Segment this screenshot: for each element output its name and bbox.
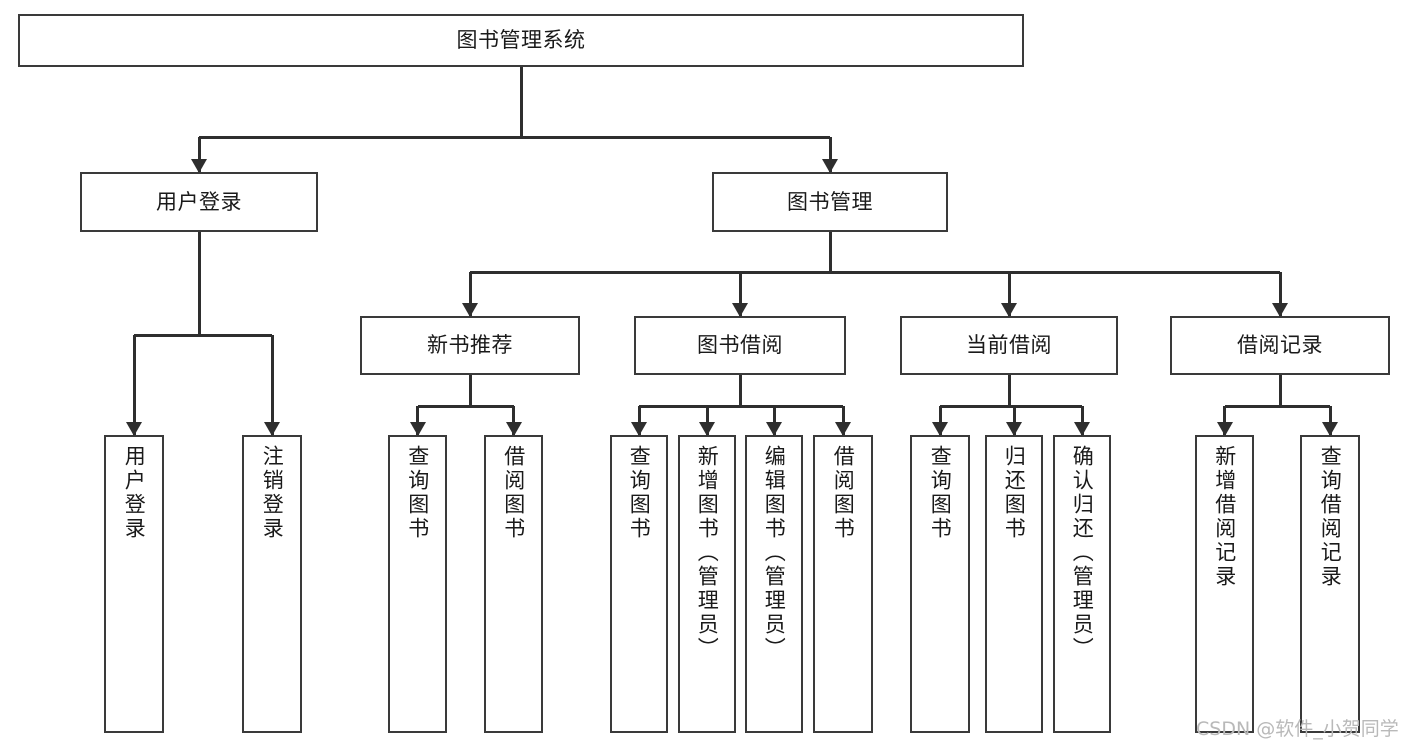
node-new-book-recommendation[interactable]: 新书推荐	[360, 316, 580, 375]
node-label: 用户登录	[122, 445, 147, 541]
connector-parent-stem	[1278, 375, 1282, 406]
connector-child-stem	[938, 406, 942, 435]
connector-child-stem	[512, 406, 515, 435]
connector-arrowhead	[191, 159, 207, 173]
connector-arrowhead	[822, 159, 838, 173]
node-label: 图书借阅	[697, 333, 783, 358]
node-label: 当前借阅	[966, 333, 1052, 358]
connector-bus	[639, 404, 843, 408]
node-label: 查询图书	[928, 445, 953, 541]
connector-bus	[199, 135, 830, 139]
node-label: 注销登录	[260, 445, 285, 541]
node-book-borrowing[interactable]: 图书借阅	[634, 316, 846, 375]
connector-bus	[134, 333, 272, 337]
connector-arrowhead	[1001, 303, 1017, 317]
node-label: 用户登录	[156, 189, 242, 214]
connector-arrowhead	[126, 422, 142, 436]
connector-arrowhead	[1216, 422, 1233, 436]
connector-bus	[470, 270, 1280, 274]
connector-child-stem	[197, 137, 201, 172]
node-label: 借阅图书	[831, 445, 856, 541]
node-leaf-query-books-current[interactable]: 查询图书	[910, 435, 970, 733]
connector-bus	[417, 404, 514, 408]
connector-arrowhead	[264, 422, 280, 436]
node-label: 新增借阅记录	[1212, 445, 1237, 589]
connector-bus	[1224, 404, 1330, 408]
node-label: 新书推荐	[427, 333, 513, 358]
node-book-management[interactable]: 图书管理	[712, 172, 948, 232]
connector-child-stem	[828, 137, 832, 172]
node-leaf-query-books-borrowing[interactable]: 查询图书	[610, 435, 668, 733]
node-label: 归还图书	[1002, 445, 1027, 541]
node-leaf-add-book-admin[interactable]: 新增图书（管理员）	[678, 435, 736, 733]
connector-child-stem	[637, 406, 641, 435]
connector-child-stem	[841, 406, 845, 435]
node-label: 确认归还（管理员）	[1070, 445, 1095, 661]
node-current-borrowing[interactable]: 当前借阅	[900, 316, 1118, 375]
node-leaf-confirm-return-admin[interactable]: 确认归还（管理员）	[1053, 435, 1111, 733]
node-leaf-edit-book-admin[interactable]: 编辑图书（管理员）	[745, 435, 803, 733]
node-leaf-borrow-book[interactable]: 借阅图书	[813, 435, 873, 733]
connector-parent-stem	[738, 375, 742, 406]
connector-arrowhead	[766, 422, 782, 436]
connector-child-stem	[1278, 272, 1282, 316]
connector-arrowhead	[835, 422, 851, 436]
connector-bus	[940, 404, 1082, 408]
connector-arrowhead	[699, 422, 715, 436]
connector-arrowhead	[932, 422, 948, 436]
connector-arrowhead	[1006, 422, 1022, 436]
node-label: 图书管理	[787, 189, 873, 214]
watermark-text: CSDN @软件_小贺同学	[1196, 718, 1399, 740]
node-borrowing-records[interactable]: 借阅记录	[1170, 316, 1390, 375]
node-label: 借阅记录	[1237, 333, 1323, 358]
connector-child-stem	[772, 406, 776, 435]
connector-arrowhead	[732, 303, 748, 317]
connector-child-stem	[1080, 406, 1084, 435]
connector-child-stem	[1012, 406, 1016, 435]
node-label: 图书管理系统	[456, 28, 586, 53]
connector-child-stem	[1223, 406, 1226, 435]
connector-arrowhead	[505, 422, 522, 436]
node-label: 查询借阅记录	[1318, 445, 1343, 589]
connector-child-stem	[1328, 406, 1332, 435]
node-leaf-user-login[interactable]: 用户登录	[104, 435, 164, 733]
connector-arrowhead	[1074, 422, 1090, 436]
node-leaf-query-borrow-record[interactable]: 查询借阅记录	[1300, 435, 1360, 733]
connector-parent-stem	[468, 375, 472, 406]
node-leaf-return-book[interactable]: 归还图书	[985, 435, 1043, 733]
node-leaf-logout[interactable]: 注销登录	[242, 435, 302, 733]
connector-child-stem	[132, 335, 136, 435]
connector-arrowhead	[462, 303, 478, 317]
node-label: 借阅图书	[501, 445, 526, 541]
node-label: 编辑图书（管理员）	[762, 445, 787, 661]
connector-child-stem	[1007, 272, 1011, 316]
connector-parent-stem	[519, 67, 523, 137]
connector-child-stem	[705, 406, 709, 435]
connector-child-stem	[468, 272, 472, 316]
connector-arrowhead	[1272, 303, 1288, 317]
connector-arrowhead	[409, 422, 426, 436]
connector-parent-stem	[197, 232, 201, 335]
node-leaf-borrow-books-recommend[interactable]: 借阅图书	[484, 435, 543, 733]
connector-child-stem	[416, 406, 419, 435]
connector-arrowhead	[1322, 422, 1338, 436]
connector-parent-stem	[828, 232, 832, 272]
node-leaf-add-borrow-record[interactable]: 新增借阅记录	[1195, 435, 1254, 733]
node-label: 查询图书	[627, 445, 652, 541]
node-user-login[interactable]: 用户登录	[80, 172, 318, 232]
connector-parent-stem	[1007, 375, 1011, 406]
node-leaf-query-books-recommend[interactable]: 查询图书	[388, 435, 447, 733]
connector-child-stem	[738, 272, 742, 316]
connector-arrowhead	[631, 422, 647, 436]
connector-child-stem	[270, 335, 274, 435]
node-root-book-management-system[interactable]: 图书管理系统	[18, 14, 1024, 67]
node-label: 查询图书	[405, 445, 430, 541]
node-label: 新增图书（管理员）	[695, 445, 720, 661]
